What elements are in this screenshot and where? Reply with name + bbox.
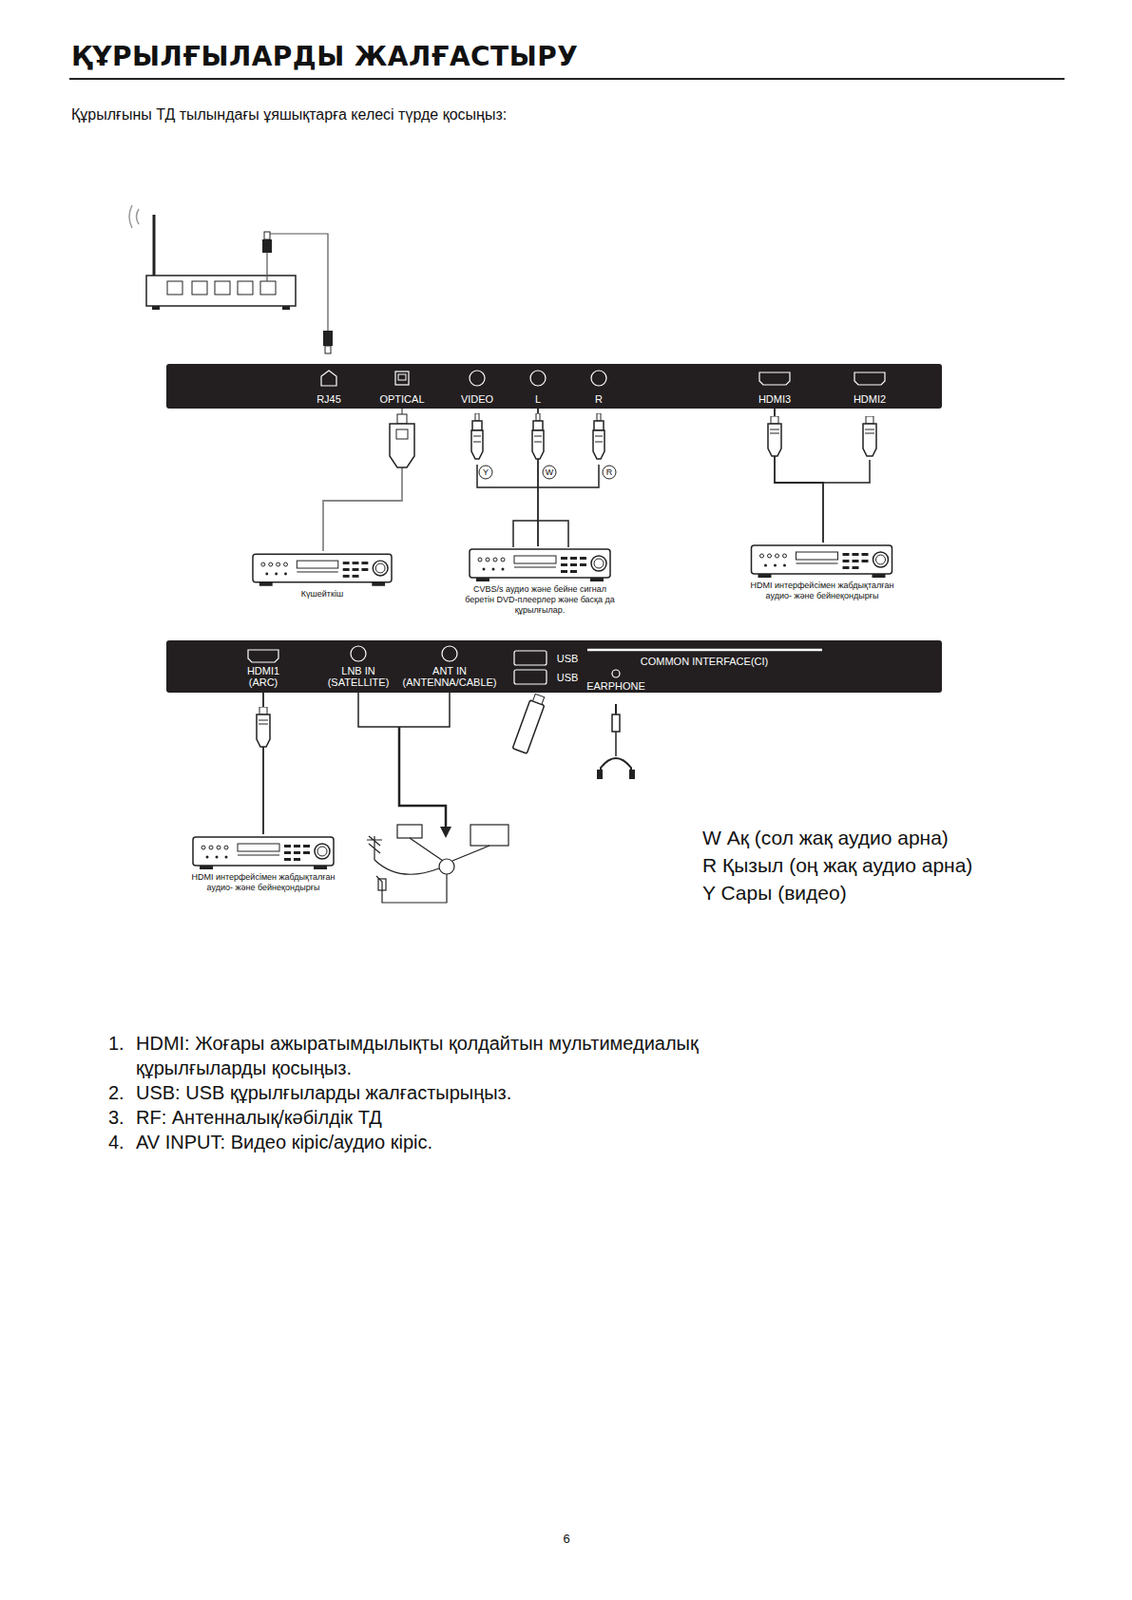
port-label: USB: [550, 652, 585, 665]
list-item: AV INPUT: Видео кіріс/аудио кіріс.: [135, 1130, 802, 1155]
page-number: 6: [562, 1532, 570, 1548]
port-label: R: [584, 393, 614, 405]
device-box: HDMI интерфейсімен жабдықталған аудио- ж…: [741, 542, 903, 602]
device-box: Күшейткіш: [241, 551, 403, 600]
port-label: USB: [550, 671, 585, 684]
connector-panel: HDMI1 (ARC) LNB IN (SATELLITE)ANT IN (ANT…: [166, 640, 942, 693]
subtitle: Құрылғыны ТД тылындағы ұяшықтарға келесі…: [71, 105, 927, 124]
port-label: L: [523, 393, 553, 405]
port-label: EARPHONE: [582, 680, 650, 692]
port-label: OPTICAL: [368, 393, 436, 405]
port-label: HDMI1 (ARC): [238, 665, 288, 689]
device-box: HDMI интерфейсімен жабдықталған аудио- ж…: [182, 834, 345, 894]
list-item: USB: USB құрылғыларды жалғастырыңыз.: [135, 1080, 802, 1106]
device-caption: HDMI интерфейсімен жабдықталған аудио- ж…: [182, 872, 345, 894]
list-number: 2.: [108, 1080, 137, 1106]
connector-panel: RJ45 OPTICAL VIDEO L R HDMI3 HDMI2: [166, 364, 942, 409]
legend-note: W Ақ (сол жақ аудио арна): [702, 825, 1102, 851]
wire-letter: W: [545, 466, 555, 479]
wire-letter: Y: [482, 466, 489, 479]
device-caption: Күшейткіш: [241, 589, 403, 600]
port-label: ANT IN (ANTENNA/CABLE): [398, 665, 501, 689]
list-item: RF: Антенналық/кәбілдік ТД: [135, 1105, 802, 1131]
port-label: LNB IN (SATELLITE): [319, 665, 398, 689]
list-number: 4.: [108, 1130, 137, 1155]
page-title: ҚҰРЫЛҒЫЛАРДЫ ЖАЛҒАСТЫРУ: [71, 40, 578, 73]
legend-note: Y Сары (видео): [702, 881, 1102, 906]
legend-note: R Қызыл (оң жақ аудио арна): [702, 853, 1102, 879]
device-caption: HDMI интерфейсімен жабдықталған аудио- ж…: [741, 580, 903, 602]
port-label: VIDEO: [448, 393, 506, 405]
port-label: HDMI3: [746, 393, 804, 405]
list-number: 3.: [108, 1105, 137, 1131]
list-number: 1.: [108, 1031, 137, 1056]
port-label: RJ45: [300, 393, 358, 405]
list-item: HDMI: Жоғары ажыратымдылықты қолдайтын м…: [135, 1031, 745, 1081]
port-label: HDMI2: [841, 393, 899, 405]
device-box: CVBS/s аудио және бейне сигнал беретін D…: [459, 546, 621, 616]
device-caption: CVBS/s аудио және бейне сигнал беретін D…: [459, 584, 621, 616]
wire-letter: R: [606, 466, 614, 479]
port-label: COMMON INTERFACE(CI): [623, 655, 786, 668]
